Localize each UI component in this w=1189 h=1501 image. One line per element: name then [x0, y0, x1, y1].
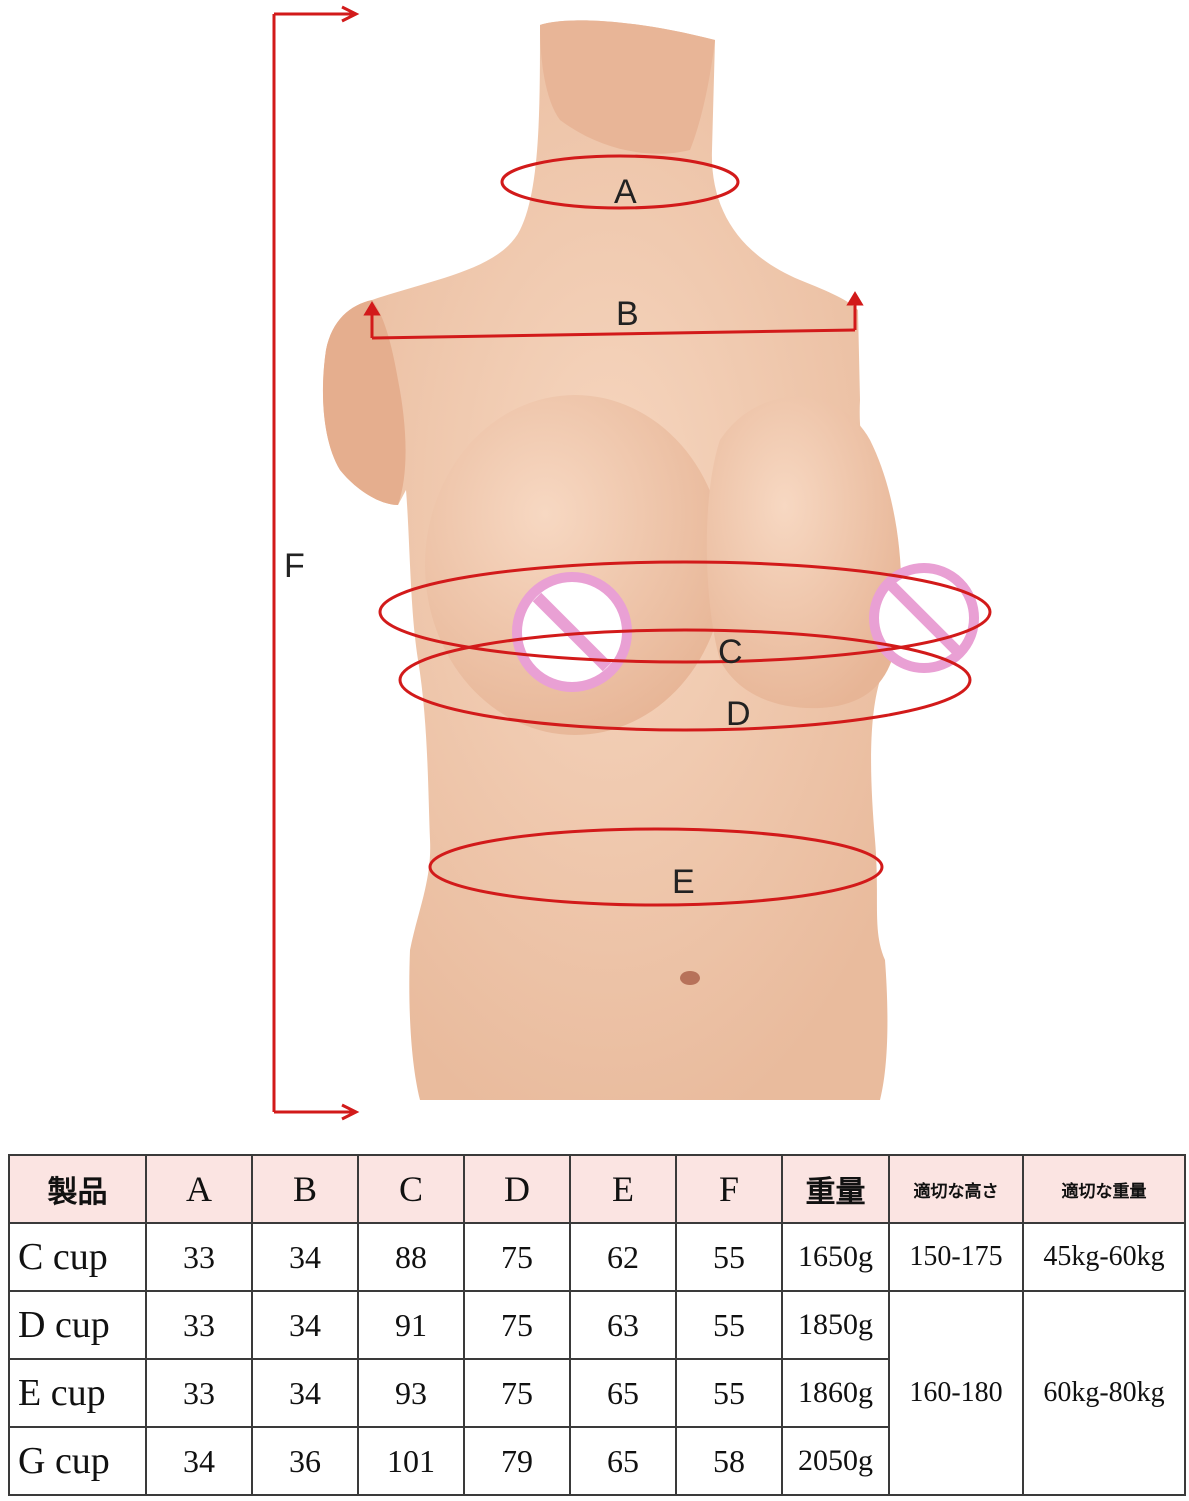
cell-d: 75: [463, 1290, 571, 1360]
measure-bracket-f: [272, 5, 360, 1121]
header-c: C: [357, 1154, 465, 1224]
cell-product: G cup: [8, 1426, 147, 1496]
label-c: C: [718, 633, 743, 671]
header-weight: 重量: [781, 1154, 890, 1224]
cell-e: 65: [569, 1426, 677, 1496]
measure-ring-c: [378, 560, 992, 664]
label-e: E: [672, 863, 695, 901]
cell-weight: 1650g: [781, 1222, 890, 1292]
cell-e: 62: [569, 1222, 677, 1292]
cell-product: D cup: [8, 1290, 147, 1360]
header-d: D: [463, 1154, 571, 1224]
label-d: D: [726, 695, 751, 733]
navel: [680, 971, 700, 985]
neck-opening: [540, 20, 715, 154]
header-product: 製品: [8, 1154, 147, 1224]
cell-c: 88: [357, 1222, 465, 1292]
size-table: 製品 A B C D E F 重量 適切な高さ 適切な重量 C cup 33 3…: [8, 1154, 1186, 1496]
table-row: G cup 34 36 101 79 65 58 2050g: [8, 1426, 1185, 1496]
cell-a: 33: [145, 1222, 253, 1292]
table-row: C cup 33 34 88 75 62 55 1650g 150-175 45…: [8, 1222, 1186, 1292]
cell-a: 34: [145, 1426, 253, 1496]
header-suitable-weight: 適切な重量: [1022, 1154, 1186, 1224]
cell-f: 55: [675, 1222, 783, 1292]
label-b: B: [616, 295, 639, 333]
label-f: F: [284, 547, 305, 585]
cell-f: 58: [675, 1426, 783, 1496]
cell-b: 34: [251, 1290, 359, 1360]
table-row: E cup 33 34 93 75 65 55 1860g: [8, 1358, 1185, 1428]
header-b: B: [251, 1154, 359, 1224]
measure-ring-a: [500, 154, 740, 210]
header-e: E: [569, 1154, 677, 1224]
cell-c: 93: [357, 1358, 465, 1428]
measure-ring-d: [398, 628, 972, 732]
cell-product: C cup: [8, 1222, 147, 1292]
cell-product: E cup: [8, 1358, 147, 1428]
cell-c: 101: [357, 1426, 465, 1496]
cell-b: 36: [251, 1426, 359, 1496]
cell-suitable-height: 150-175: [888, 1222, 1024, 1292]
cell-b: 34: [251, 1358, 359, 1428]
cell-e: 63: [569, 1290, 677, 1360]
label-a: A: [614, 173, 637, 211]
measure-line-b: [363, 291, 864, 340]
cell-a: 33: [145, 1358, 253, 1428]
cell-b: 34: [251, 1222, 359, 1292]
table-header-row: 製品 A B C D E F 重量 適切な高さ 適切な重量: [8, 1154, 1186, 1224]
measurement-diagram: A B C D E F: [272, 5, 992, 1121]
cell-a: 33: [145, 1290, 253, 1360]
cell-f: 55: [675, 1290, 783, 1360]
cell-suitable-height: 160-180: [888, 1290, 1024, 1496]
cell-c: 91: [357, 1290, 465, 1360]
table-row: D cup 33 34 91 75 63 55 1850g 160-180 60…: [8, 1290, 1186, 1496]
header-f: F: [675, 1154, 783, 1224]
cell-weight: 1850g: [781, 1290, 890, 1360]
cell-suitable-weight: 45kg-60kg: [1022, 1222, 1186, 1292]
cell-f: 55: [675, 1358, 783, 1428]
cell-d: 75: [463, 1222, 571, 1292]
arm-opening: [322, 300, 406, 505]
measure-ring-e: [428, 827, 884, 907]
cell-d: 79: [463, 1426, 571, 1496]
cell-weight: 2050g: [781, 1426, 890, 1496]
header-a: A: [145, 1154, 253, 1224]
cell-weight: 1860g: [781, 1358, 890, 1428]
cell-suitable-weight: 60kg-80kg: [1022, 1290, 1186, 1496]
cell-e: 65: [569, 1358, 677, 1428]
cell-d: 75: [463, 1358, 571, 1428]
header-suitable-height: 適切な高さ: [888, 1154, 1024, 1224]
